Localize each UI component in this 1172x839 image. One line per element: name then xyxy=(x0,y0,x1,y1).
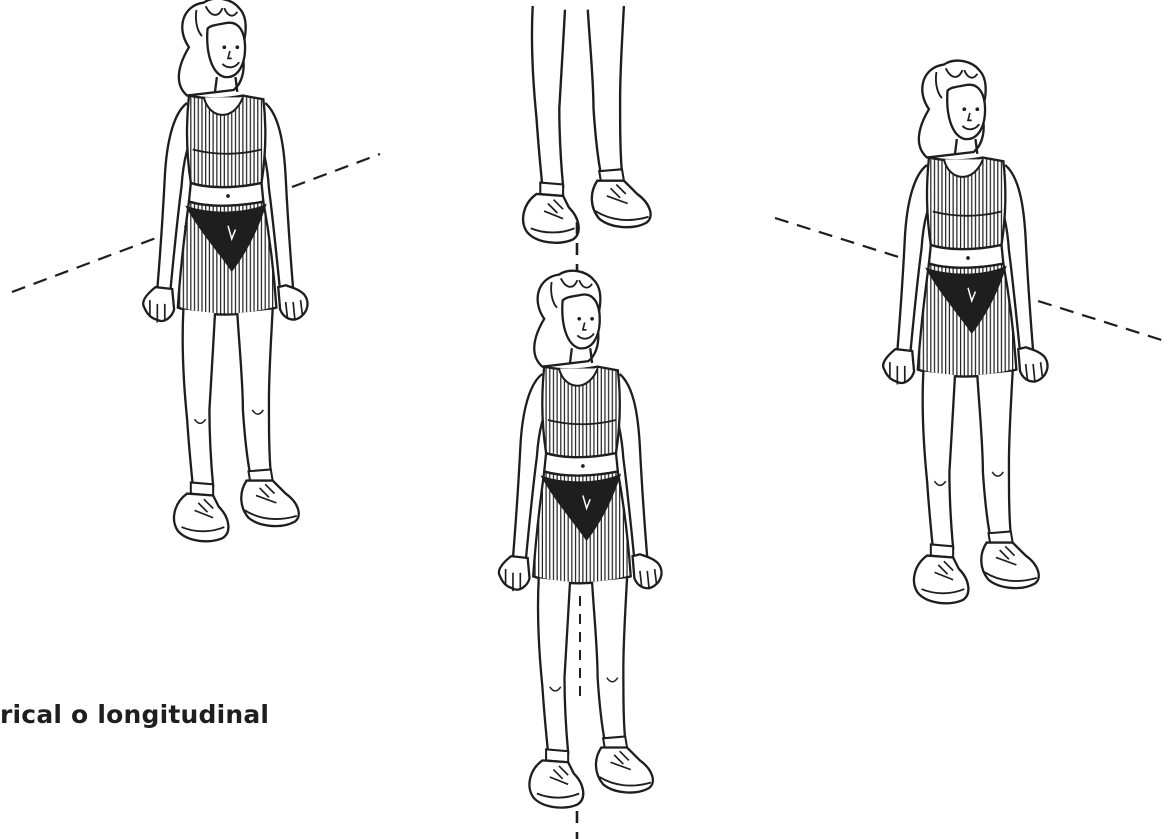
figure-right xyxy=(775,61,1168,604)
figure-top-center xyxy=(523,6,650,243)
figure-center xyxy=(499,222,662,839)
figure-left xyxy=(12,0,380,541)
axis-caption: rical o longitudinal xyxy=(0,700,269,729)
